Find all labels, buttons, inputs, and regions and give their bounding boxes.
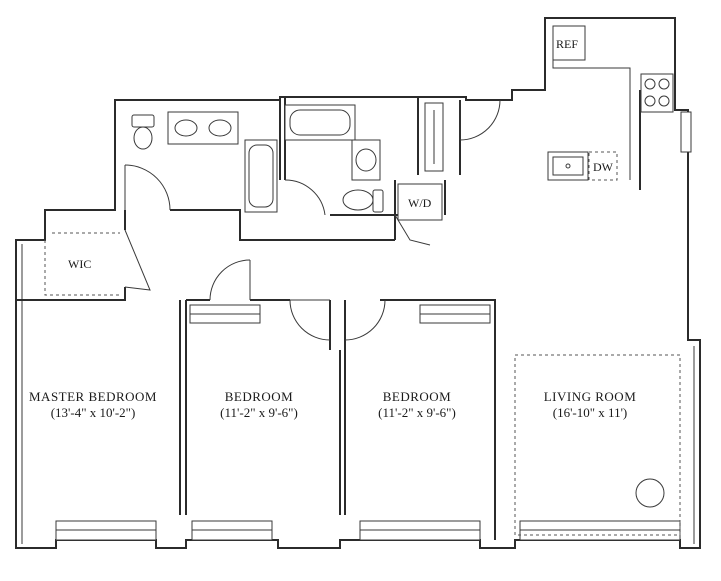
refrigerator-label: REF [556,37,578,51]
bedroom-1-dims: (11'-2" x 9'-6") [220,405,298,420]
washer-dryer-label: W/D [408,196,432,210]
walk-in-closet: WIC [44,232,120,296]
dishwasher-label: DW [593,160,614,174]
interior-walls [16,60,641,540]
wic-label: WIC [68,257,91,271]
kitchen: REF DW [547,25,674,508]
second-bath-fixtures [284,102,444,213]
radiators [189,304,681,536]
bedroom-1-name: BEDROOM [225,389,294,404]
master-bedroom-dims: (13'-4" x 10'-2") [51,405,136,420]
washer-dryer-closet: W/D [397,183,443,221]
bedroom-2-dims: (11'-2" x 9'-6") [378,405,456,420]
living-room-name: LIVING ROOM [544,389,637,404]
bedroom-2-name: BEDROOM [383,389,452,404]
living-room-dims: (16'-10" x 11') [553,405,628,420]
outer-walls [15,17,701,549]
master-bath-fixtures [131,111,278,213]
master-bedroom-name: MASTER BEDROOM [29,389,157,404]
doors [124,99,501,341]
